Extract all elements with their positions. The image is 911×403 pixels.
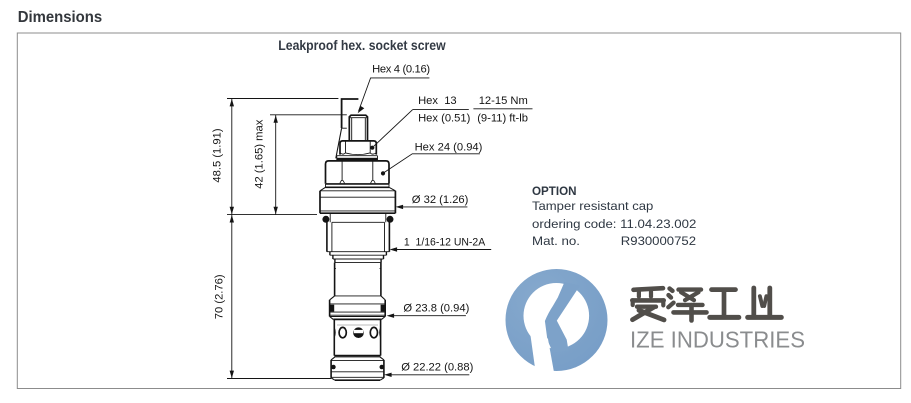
svg-text:OPTION: OPTION <box>532 184 577 198</box>
svg-text:ordering code: 11.04.23.002: ordering code: 11.04.23.002 <box>532 217 696 231</box>
svg-text:12-15 Nm: 12-15 Nm <box>479 95 528 107</box>
svg-text:42 (1.65) max: 42 (1.65) max <box>254 119 266 188</box>
svg-text:(9-11) ft-lb: (9-11) ft-lb <box>477 113 528 125</box>
svg-text:Mat. no.: Mat. no. <box>532 234 580 248</box>
svg-text:1 1/16-12 UN-2A: 1 1/16-12 UN-2A <box>404 236 486 248</box>
svg-text:R930000752: R930000752 <box>621 234 696 248</box>
svg-text:Ø 22.22 (0.88): Ø 22.22 (0.88) <box>401 362 473 374</box>
svg-text:Hex 24 (0.94): Hex 24 (0.94) <box>415 142 483 154</box>
svg-text:Dimensions: Dimensions <box>18 9 103 26</box>
svg-text:48.5 (1.91): 48.5 (1.91) <box>212 128 224 182</box>
svg-text:Leakproof hex. socket screw: Leakproof hex. socket screw <box>278 38 446 53</box>
svg-text:Hex 13: Hex 13 <box>418 95 457 107</box>
svg-text:Tamper resistant cap: Tamper resistant cap <box>532 199 653 213</box>
svg-text:Ø 23.8 (0.94): Ø 23.8 (0.94) <box>403 302 469 314</box>
svg-text:70 (2.76): 70 (2.76) <box>213 274 225 319</box>
svg-text:Hex 4 (0.16): Hex 4 (0.16) <box>372 64 430 76</box>
svg-text:Ø 32 (1.26): Ø 32 (1.26) <box>412 194 469 206</box>
svg-text:IZE INDUSTRIES: IZE INDUSTRIES <box>630 327 805 353</box>
svg-text:Hex (0.51): Hex (0.51) <box>418 113 471 125</box>
